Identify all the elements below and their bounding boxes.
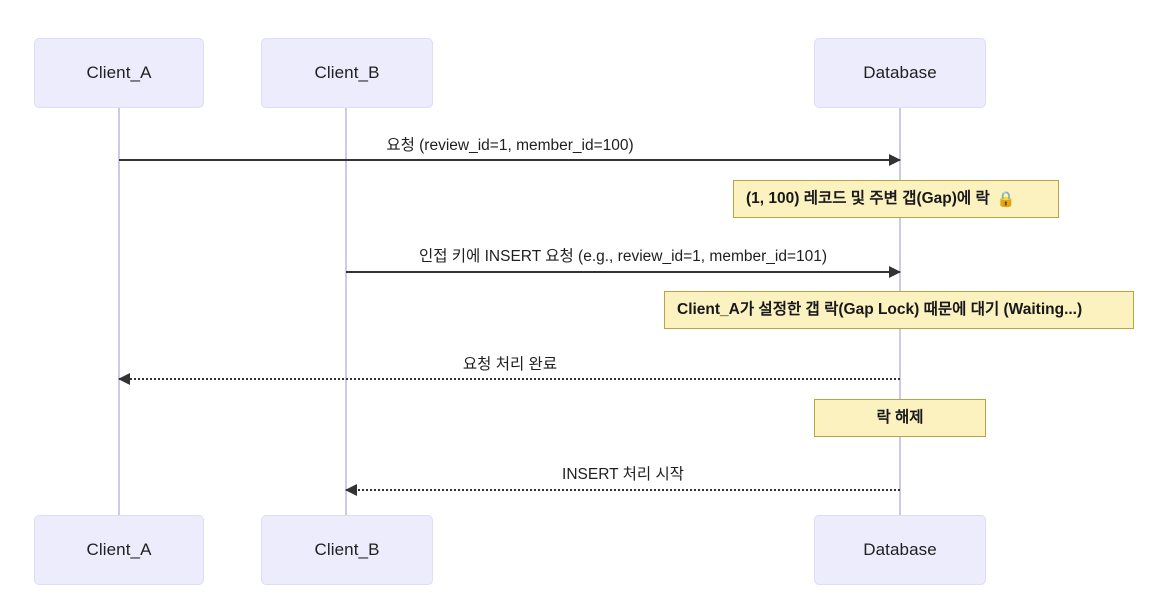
note-text: 락 해제	[876, 408, 924, 426]
participant-database-bottom[interactable]: Database	[814, 515, 986, 585]
arrowhead-right-icon	[889, 154, 901, 166]
message-label-request: 요청 (review_id=1, member_id=100)	[386, 137, 634, 154]
message-arrow-request-complete	[118, 373, 900, 385]
message-arrow-insert-request	[346, 266, 901, 278]
note-lock-released: 락 해제	[814, 399, 986, 437]
participant-label: Client_A	[86, 63, 152, 82]
participant-label: Client_B	[314, 63, 380, 82]
participant-label: Client_A	[86, 540, 152, 559]
lock-icon: 🔒	[996, 190, 1016, 208]
participant-database-top[interactable]: Database	[814, 38, 986, 108]
message-line	[346, 489, 900, 491]
message-line	[119, 159, 900, 161]
participant-client-a-top[interactable]: Client_A	[34, 38, 204, 108]
lifeline-client-a	[118, 108, 120, 516]
participant-label: Client_B	[314, 540, 380, 559]
message-label-request-complete: 요청 처리 완료	[462, 356, 558, 373]
lifeline-client-b	[345, 108, 347, 516]
participant-label: Database	[863, 540, 937, 559]
message-arrow-insert-start	[345, 484, 900, 496]
arrowhead-left-icon	[345, 484, 357, 496]
message-line	[119, 378, 900, 380]
message-label-insert-request: 인접 키에 INSERT 요청 (e.g., review_id=1, memb…	[418, 248, 828, 265]
participant-client-a-bottom[interactable]: Client_A	[34, 515, 204, 585]
note-text: Client_A가 설정한 갭 락(Gap Lock) 때문에 대기 (Wait…	[677, 300, 1083, 318]
participant-client-b-bottom[interactable]: Client_B	[261, 515, 433, 585]
note-text: (1, 100) 레코드 및 주변 갭(Gap)에 락	[746, 189, 990, 207]
message-label-insert-start: INSERT 처리 시작	[562, 466, 684, 483]
participant-label: Database	[863, 63, 937, 82]
participant-client-b-top[interactable]: Client_B	[261, 38, 433, 108]
note-gap-lock-acquired: (1, 100) 레코드 및 주변 갭(Gap)에 락 🔒	[733, 180, 1059, 218]
note-waiting-on-gap-lock: Client_A가 설정한 갭 락(Gap Lock) 때문에 대기 (Wait…	[664, 291, 1134, 329]
arrowhead-right-icon	[889, 266, 901, 278]
message-line	[346, 271, 900, 273]
message-arrow-request	[119, 154, 901, 166]
arrowhead-left-icon	[118, 373, 130, 385]
